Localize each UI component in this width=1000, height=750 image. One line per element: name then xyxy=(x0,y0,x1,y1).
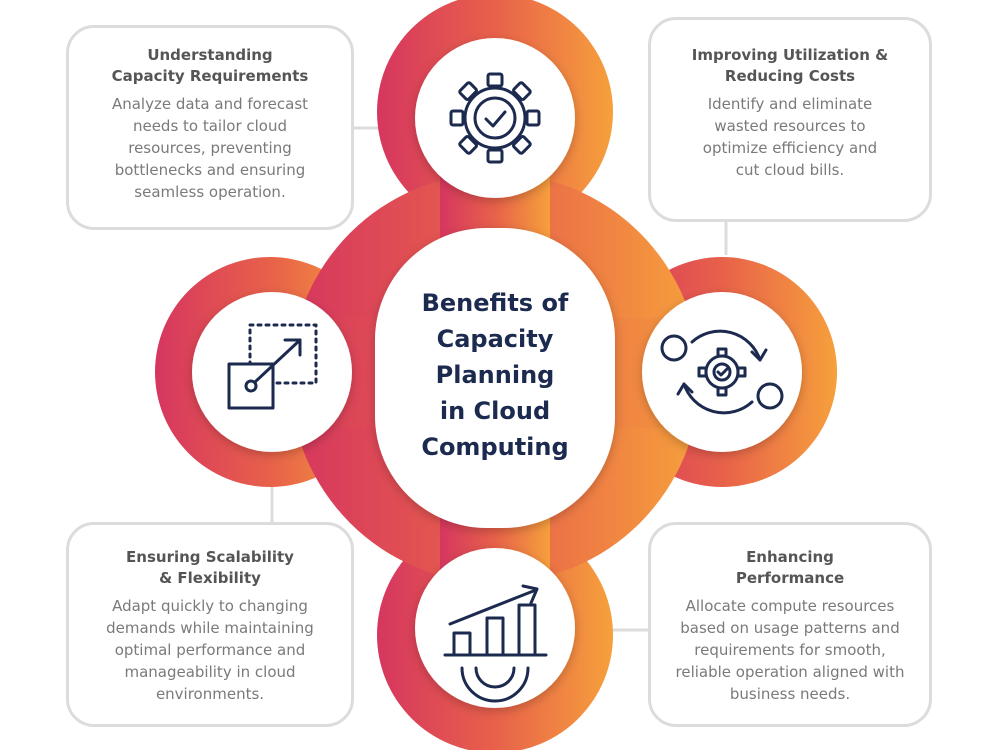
icon-circle-top xyxy=(415,38,575,198)
card-title: Improving Utilization & Reducing Costs xyxy=(691,46,889,85)
card-description: Allocate compute resources based on usag… xyxy=(675,597,905,703)
center-title: Benefits of Capacity Planning in Cloud C… xyxy=(421,289,569,461)
card-title: Ensuring Scalability & Flexibility xyxy=(126,548,294,587)
card-enhancing-performance: Enhancing Performance Allocate compute r… xyxy=(648,522,932,727)
growth-chart-gear-icon xyxy=(443,584,548,703)
scale-up-arrow-icon xyxy=(227,323,318,410)
icon-circle-bottom xyxy=(415,548,575,708)
card-title: Understanding Capacity Requirements xyxy=(111,46,309,85)
card-ensuring-scalability: Ensuring Scalability & Flexibility Adapt… xyxy=(66,522,354,727)
card-title: Enhancing Performance xyxy=(735,548,845,587)
card-description: Identify and eliminate wasted resources … xyxy=(702,95,878,179)
card-understanding-capacity: Understanding Capacity Requirements Anal… xyxy=(66,25,354,230)
center-shape xyxy=(375,228,615,528)
card-improving-utilization: Improving Utilization & Reducing Costs I… xyxy=(648,17,932,222)
gear-check-icon xyxy=(449,72,541,164)
card-description: Analyze data and forecast needs to tailo… xyxy=(111,95,309,201)
card-description: Adapt quickly to changing demands while … xyxy=(106,597,314,703)
cost-cycle-gear-icon xyxy=(660,329,784,415)
